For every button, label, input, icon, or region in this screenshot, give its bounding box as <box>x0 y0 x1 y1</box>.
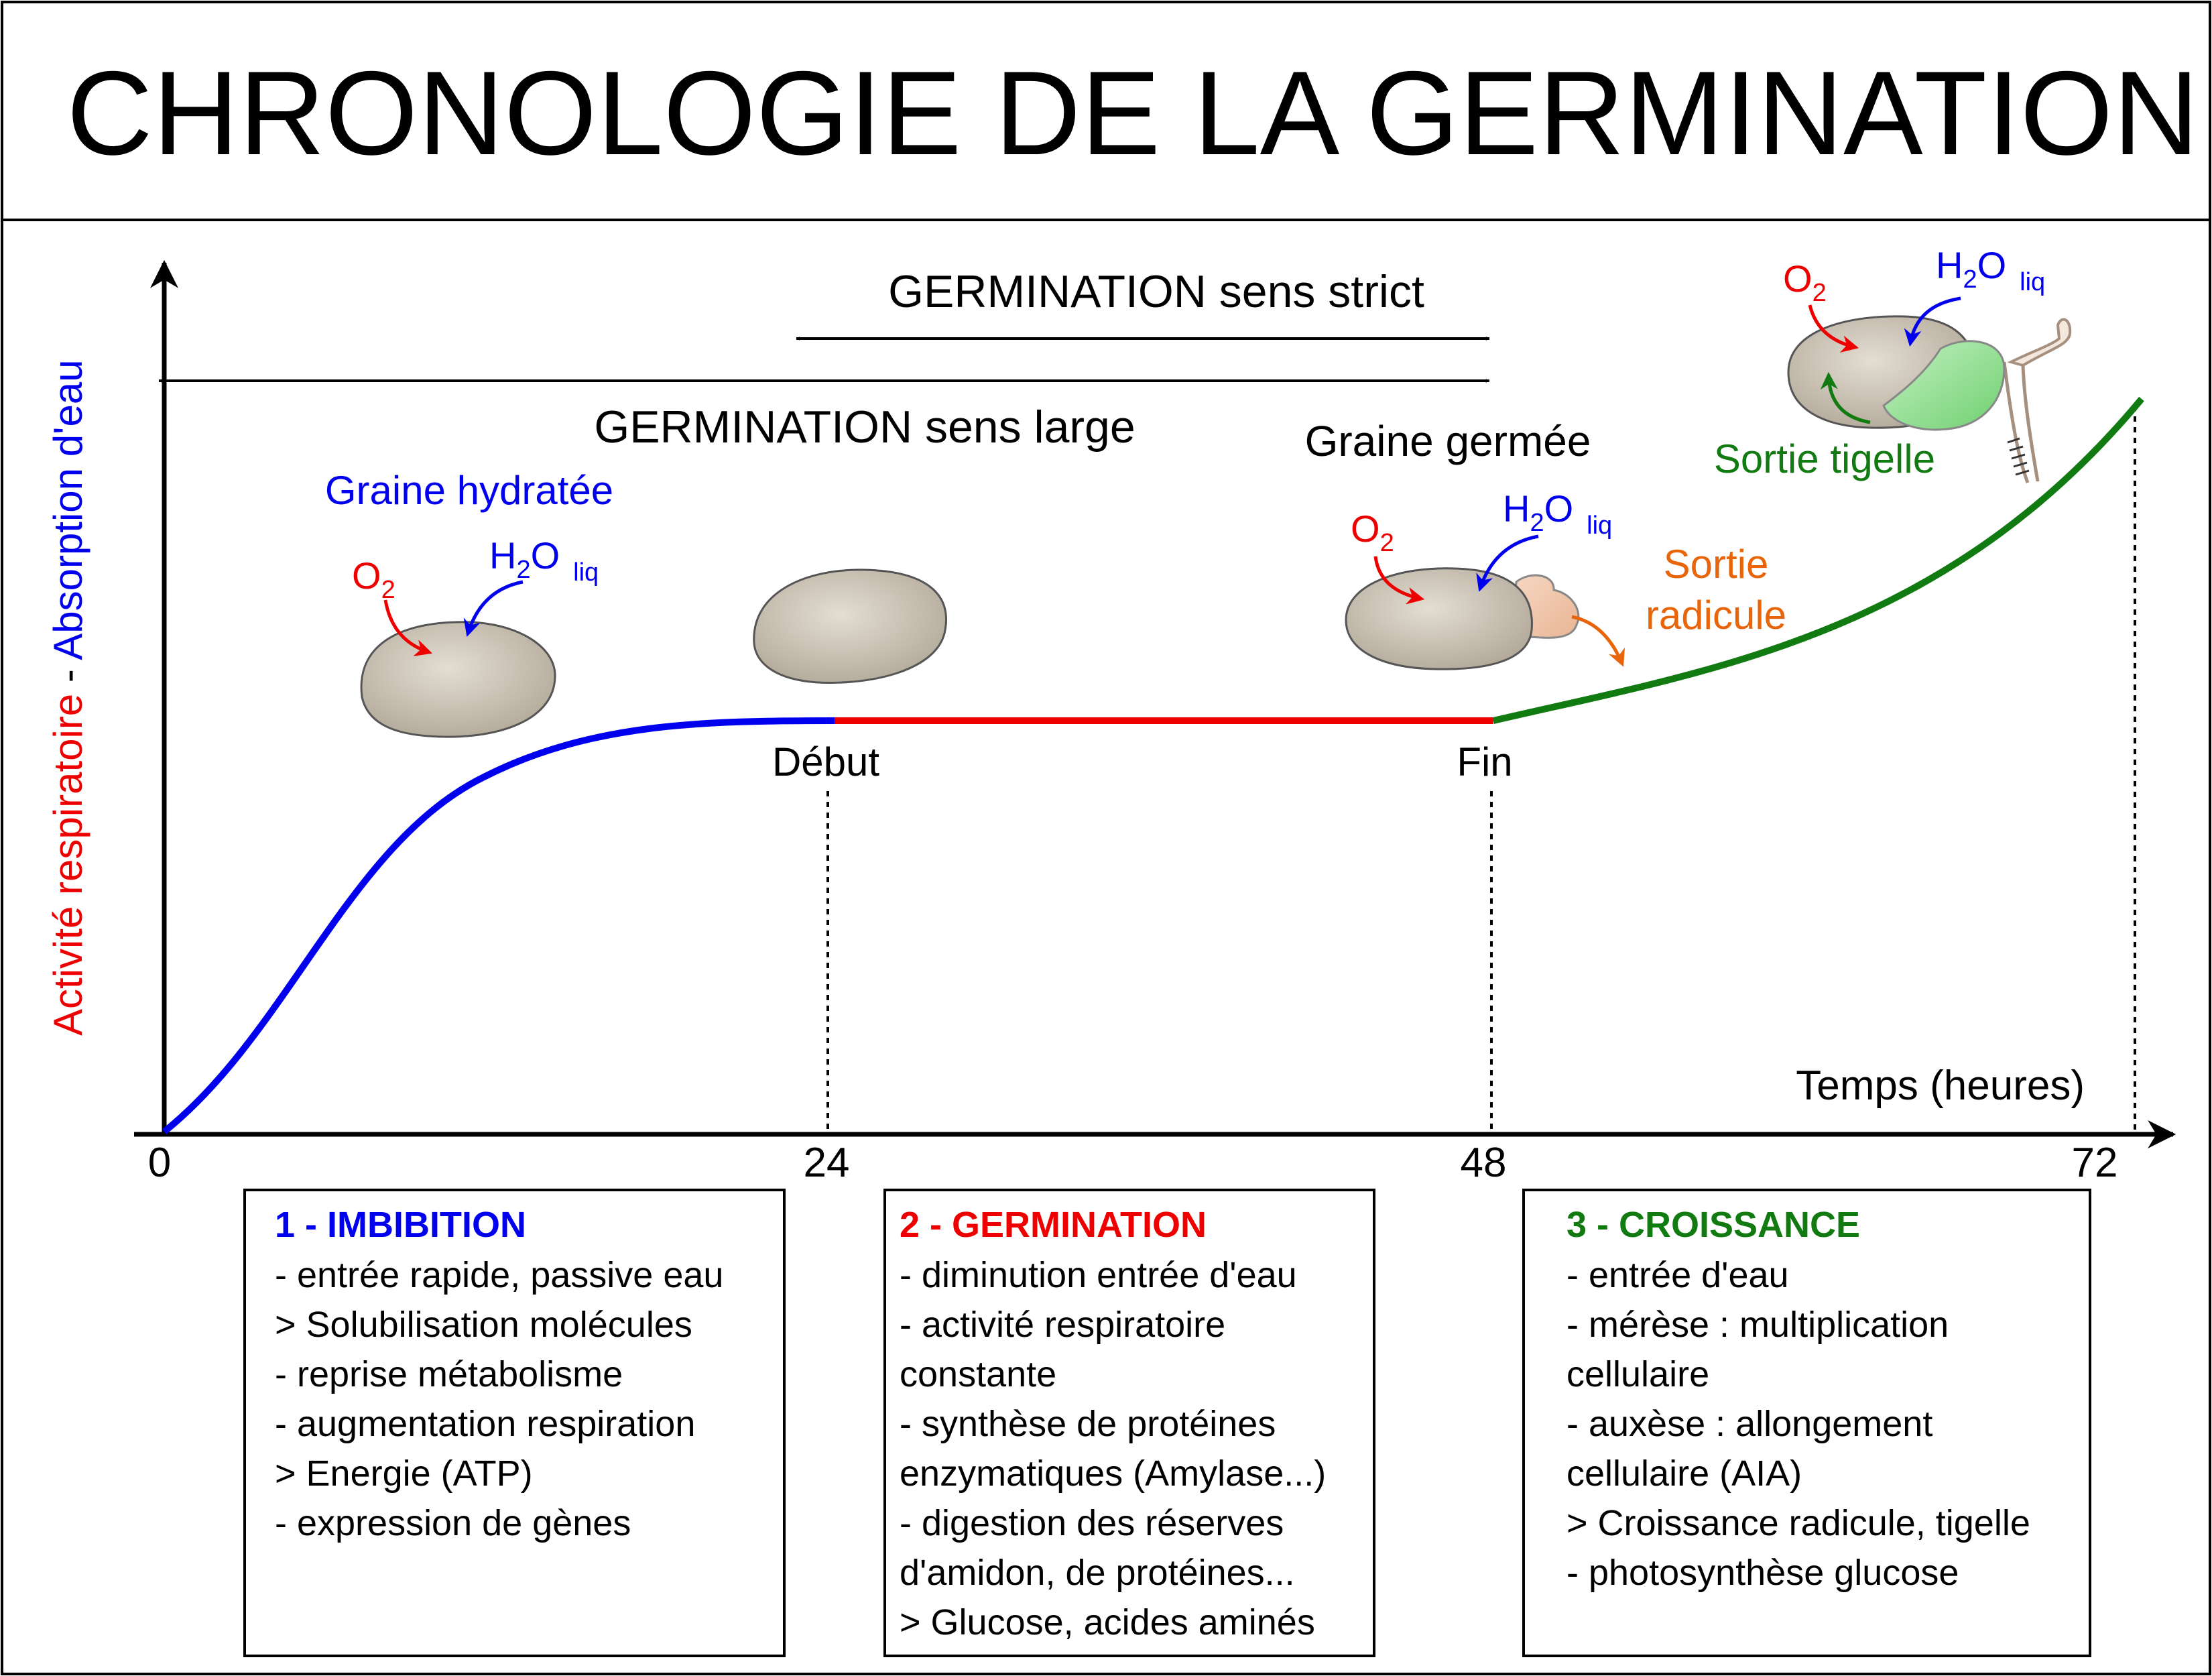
box-line: - diminution entrée d'eau <box>900 1255 1297 1295</box>
box-title: 2 - GERMINATION <box>900 1205 1207 1245</box>
x-tick-label: 24 <box>804 1140 850 1186</box>
box-line: - activité respiratoire <box>900 1305 1225 1345</box>
h2o-arrow <box>463 580 524 637</box>
seedling <box>1787 315 2072 483</box>
info-box-croissance: 3 - CROISSANCE - entrée d'eau - mérèse :… <box>1522 1189 2091 1657</box>
o2-arrow <box>1808 304 1859 353</box>
seed-shape <box>1345 567 1533 670</box>
marker-start-label: Début <box>772 739 879 784</box>
y-axis-label-separator: - <box>46 660 90 694</box>
box-line: > Solubilisation molécules <box>275 1305 692 1345</box>
germinated-seed <box>1345 567 1580 670</box>
box-line: d'amidon, de protéines... <box>900 1553 1295 1593</box>
box-line: - synthèse de protéines <box>900 1404 1276 1444</box>
span-strict-label: GERMINATION sens strict <box>888 266 1424 317</box>
o2-label: O2 <box>1351 507 1394 557</box>
box-line: > Energie (ATP) <box>275 1453 533 1494</box>
info-box-imbibition: 1 - IMBIBITION - entrée rapide, passive … <box>243 1189 786 1657</box>
o2-arrow <box>1373 556 1425 605</box>
germinated-seed-label: Graine germée <box>1305 417 1591 465</box>
cotyledon-shape <box>1882 340 2006 431</box>
o2-label: O2 <box>1783 257 1827 307</box>
box-line: cellulaire (AIA) <box>1566 1453 1802 1494</box>
box-title: 1 - IMBIBITION <box>275 1205 526 1245</box>
page-title: CHRONOLOGIE DE LA GERMINATION <box>66 46 2199 180</box>
box-line: - augmentation respiration <box>275 1404 695 1444</box>
seed-shape <box>360 621 556 738</box>
box-line: - mérèse : multiplication <box>1566 1305 1949 1345</box>
box-frame <box>243 1189 786 1657</box>
x-tick-label: 48 <box>1461 1140 1507 1186</box>
hydrated-seed <box>360 621 556 738</box>
box-line: - expression de gènes <box>275 1503 631 1543</box>
x-axis-label: Temps (heures) <box>1796 1063 2085 1109</box>
y-axis-label: Activité respiratoire - Absorption d'eau <box>46 359 90 1036</box>
box-line: - auxèse : allongement <box>1566 1404 1932 1444</box>
box-line: > Croissance radicule, tigelle <box>1566 1503 2030 1543</box>
info-box-germination: 2 - GERMINATION - diminution entrée d'ea… <box>883 1189 1375 1657</box>
box-line: enzymatiques (Amylase...) <box>900 1453 1326 1494</box>
seed-start-germination <box>753 568 947 684</box>
stem-arrow <box>1820 371 1871 424</box>
box-frame <box>1522 1189 2091 1657</box>
hydrated-seed-label: Graine hydratée <box>325 468 613 513</box>
x-tick-label: 0 <box>148 1140 171 1186</box>
box-line: - photosynthèse glucose <box>1566 1553 1959 1593</box>
box-frame <box>883 1189 1375 1657</box>
radicle-label-line2: radicule <box>1646 593 1786 638</box>
box-line: - reprise métabolisme <box>275 1354 623 1394</box>
y-axis-label-respiration: Activité respiratoire <box>46 694 90 1036</box>
y-axis-label-water: Absorption d'eau <box>46 359 90 660</box>
curve-croissance <box>1492 396 2144 724</box>
x-tick-label: 72 <box>2072 1140 2118 1186</box>
box-line: cellulaire <box>1566 1354 1709 1394</box>
box-title: 3 - CROISSANCE <box>1566 1205 1860 1245</box>
radicle-label-line1: Sortie <box>1664 542 1769 587</box>
box-line: - entrée d'eau <box>1566 1255 1789 1295</box>
o2-arrow <box>383 599 432 656</box>
span-large-label: GERMINATION sens large <box>594 402 1135 453</box>
box-line: - digestion des réserves <box>900 1503 1284 1543</box>
h2o-arrow <box>1476 534 1539 592</box>
o2-label: O2 <box>352 554 395 604</box>
box-line: > Glucose, acides aminés <box>900 1602 1315 1642</box>
stem-shape <box>2007 318 2072 367</box>
root-hairs <box>2007 437 2030 476</box>
seed-shape <box>753 568 947 684</box>
h2o-arrow <box>1904 296 1961 347</box>
box-line: - entrée rapide, passive eau <box>275 1255 723 1295</box>
stem-label: Sortie tigelle <box>1714 436 1935 481</box>
curve-imbibition <box>162 717 835 1134</box>
box-line: constante <box>900 1354 1056 1394</box>
marker-end-label: Fin <box>1457 739 1512 784</box>
radicle-arrow <box>1571 615 1625 667</box>
